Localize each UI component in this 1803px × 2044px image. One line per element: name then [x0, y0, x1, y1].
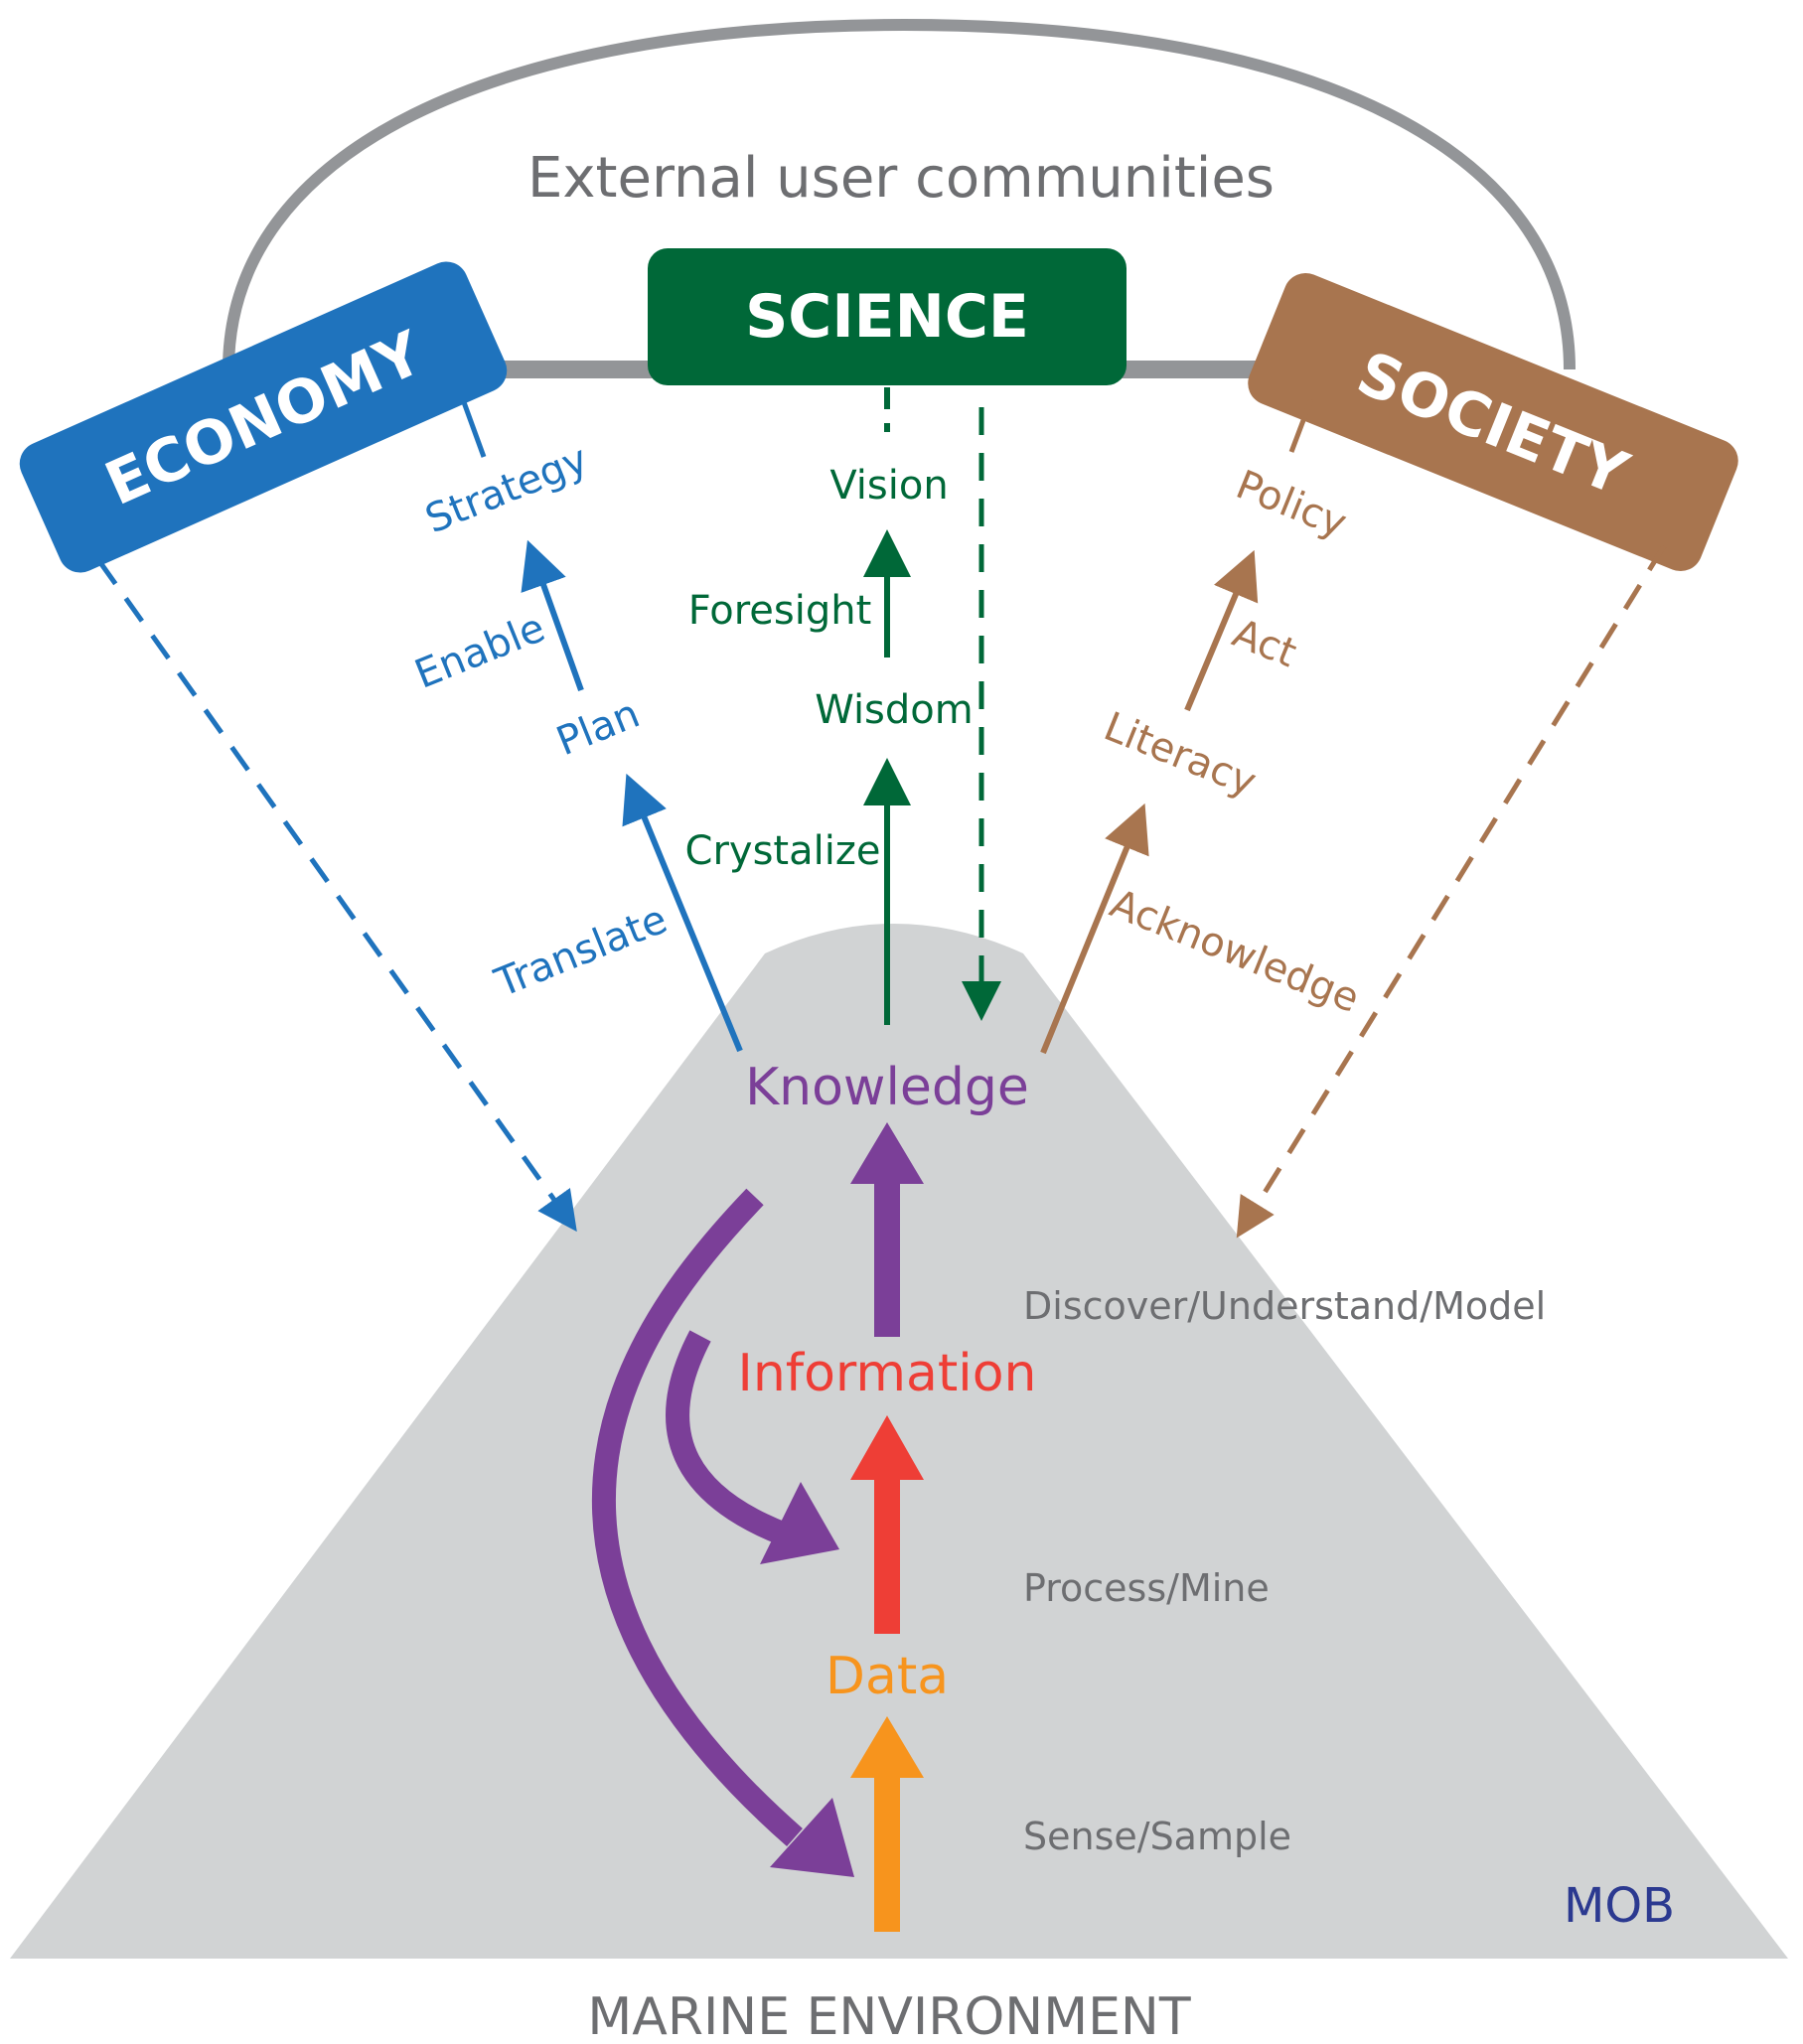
label-crystalize: Crystalize	[685, 828, 881, 874]
feedback-arrow-to-information	[666, 1330, 790, 1546]
label-plan: Plan	[550, 691, 646, 766]
label-mob: MOB	[1564, 1878, 1675, 1934]
title-external-user-communities: External user communities	[527, 146, 1275, 211]
label-wisdom: Wisdom	[815, 687, 973, 733]
arrow-knowledge-up	[850, 1122, 924, 1337]
label-discover-understand-model: Discover/Understand/Model	[1023, 1284, 1546, 1328]
label-enable: Enable	[408, 605, 551, 698]
economy-arrow-enable	[521, 539, 584, 692]
label-process-mine: Process/Mine	[1023, 1566, 1270, 1610]
feedback-arrowhead-information	[760, 1482, 839, 1564]
society-arrow-acknowledge	[1040, 803, 1149, 1055]
label-marine-environment: MARINE ENVIRONMENT	[587, 1987, 1190, 2044]
label-sense-sample: Sense/Sample	[1023, 1815, 1291, 1858]
feedback-arrowhead-data	[770, 1798, 854, 1877]
label-translate: Translate	[488, 897, 674, 1007]
label-foresight: Foresight	[688, 588, 872, 634]
arrow-information-up	[850, 1415, 924, 1634]
label-knowledge: Knowledge	[745, 1058, 1029, 1117]
feedback-arrow-to-data	[591, 1188, 803, 1847]
label-literacy: Literacy	[1098, 704, 1263, 806]
economy-connector	[461, 401, 487, 458]
label-policy: Policy	[1230, 462, 1353, 547]
label-data: Data	[826, 1647, 949, 1706]
label-strategy: Strategy	[419, 437, 594, 543]
label-vision: Vision	[829, 463, 948, 509]
economy-arrow-translate	[622, 773, 743, 1053]
society-dashed-arrow	[1236, 544, 1667, 1239]
community-arc	[223, 18, 1576, 370]
label-act: Act	[1226, 611, 1302, 677]
society-connector	[1288, 398, 1314, 453]
label-acknowledge: Acknowledge	[1104, 881, 1365, 1022]
arrow-data-up	[850, 1716, 924, 1932]
society-arrow-act	[1184, 549, 1259, 712]
science-box[interactable]: SCIENCE	[648, 248, 1127, 385]
label-information: Information	[737, 1344, 1036, 1403]
science-label: SCIENCE	[745, 282, 1029, 352]
